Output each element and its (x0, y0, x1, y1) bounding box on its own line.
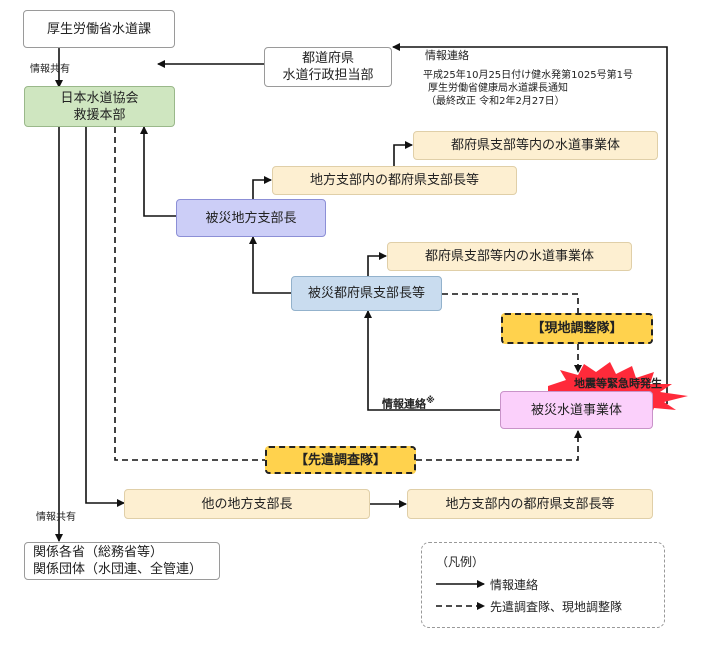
affected-regional-head-box[interactable]: 被災地方支部長 (176, 199, 326, 237)
affected-utility-box[interactable]: 被災水道事業体 (500, 391, 653, 429)
pref-head-to-utility-arrow (367, 252, 387, 276)
jwwa-advance-dashed (114, 127, 266, 461)
advance-survey-team-box[interactable]: 【先遣調査隊】 (265, 446, 416, 474)
ministries-label-line1: 関係各省（総務省等） (33, 545, 164, 560)
notice-line3: （最終改正 令和2年2月27日） (426, 96, 565, 107)
other-regional-pref-heads-box[interactable]: 地方支部内の都府県支部長等 (407, 489, 653, 519)
mhlw-water-division-box[interactable]: 厚生労働省水道課 (23, 10, 175, 48)
advance-team-label: 【先遣調査隊】 (294, 452, 386, 468)
pref-branch-utility-mid-box[interactable]: 都府県支部等内の水道事業体 (387, 242, 632, 271)
info-share-top-label: 情報共有 (30, 64, 70, 75)
jwwa-label-line2: 救援本部 (73, 107, 126, 123)
other-regional-pref-heads-label: 地方支部内の都府県支部長等 (445, 496, 615, 512)
jwwa-label-line1: 日本水道協会 (60, 90, 139, 106)
related-ministries-box[interactable]: 関係各省（総務省等） 関係団体（水団連、全管連） (24, 542, 220, 580)
regional-to-pref-heads-arrow (252, 176, 272, 199)
notice-line1: 平成25年10月25日付け健水発第1025号第1号 (423, 70, 633, 81)
prefecture-label-line2: 水道行政担当部 (282, 68, 374, 83)
affected-pref-head-box[interactable]: 被災都府県支部長等 (291, 276, 442, 311)
legend-solid-label: 情報連絡 (490, 578, 539, 592)
jwwa-relief-hq-box[interactable]: 日本水道協会 救援本部 (24, 86, 175, 127)
regional-pref-heads-box[interactable]: 地方支部内の都府県支部長等 (272, 166, 517, 195)
info-contact-bold-text: 情報連絡 (382, 397, 426, 411)
prefecture-admin-box[interactable]: 都道府県 水道行政担当部 (264, 47, 392, 87)
advance-to-utility-dashed-arrow (416, 430, 582, 461)
other-regional-heads-box[interactable]: 他の地方支部長 (124, 489, 370, 519)
legend-title: （凡例） (436, 555, 485, 569)
jwwa-to-other-regional-arrow (85, 127, 125, 507)
info-share-bottom-label: 情報共有 (36, 512, 76, 523)
legend-box: （凡例） 情報連絡 先遣調査隊、現地調整隊 (421, 542, 665, 628)
notice-line2: 厚生労働省健康局水道課長通知 (428, 83, 568, 94)
utility-to-pref-head-arrow (364, 310, 500, 411)
utility-to-prefecture-arrow (392, 43, 668, 404)
pref-branch-utility-top-label: 都府県支部等内の水道事業体 (450, 138, 620, 153)
regional-pref-heads-label: 地方支部内の都府県支部長等 (309, 173, 479, 188)
regional-head-to-jwwa-arrow (140, 126, 176, 217)
info-contact-bold-label: 情報連絡※ (382, 395, 435, 411)
prefecture-label-line1: 都道府県 (301, 51, 354, 66)
onsite-team-label: 【現地調整隊】 (531, 321, 623, 336)
pref-branch-utility-mid-label: 都府県支部等内の水道事業体 (424, 249, 594, 264)
info-contact-label: 情報連絡 (425, 49, 469, 62)
affected-utility-label: 被災水道事業体 (530, 402, 622, 418)
disaster-burst-label: 地震等緊急時発生 (574, 377, 662, 390)
note-mark: ※ (426, 396, 435, 406)
pref-heads-to-utility-arrow (393, 141, 413, 166)
pref-head-onsite-dashed (442, 293, 579, 314)
affected-regional-head-label: 被災地方支部長 (205, 210, 297, 226)
ministries-label-line2: 関係団体（水団連、全管連） (33, 562, 203, 577)
affected-pref-head-label: 被災都府県支部長等 (307, 286, 425, 301)
other-regional-heads-label: 他の地方支部長 (201, 496, 293, 512)
legend-dashed-label: 先遣調査隊、現地調整隊 (490, 600, 623, 614)
pref-head-to-regional-arrow (249, 236, 291, 294)
onsite-coordination-team-box[interactable]: 【現地調整隊】 (501, 313, 653, 344)
mhlw-label: 厚生労働省水道課 (46, 21, 151, 37)
pref-branch-utility-top-box[interactable]: 都府県支部等内の水道事業体 (413, 131, 658, 160)
